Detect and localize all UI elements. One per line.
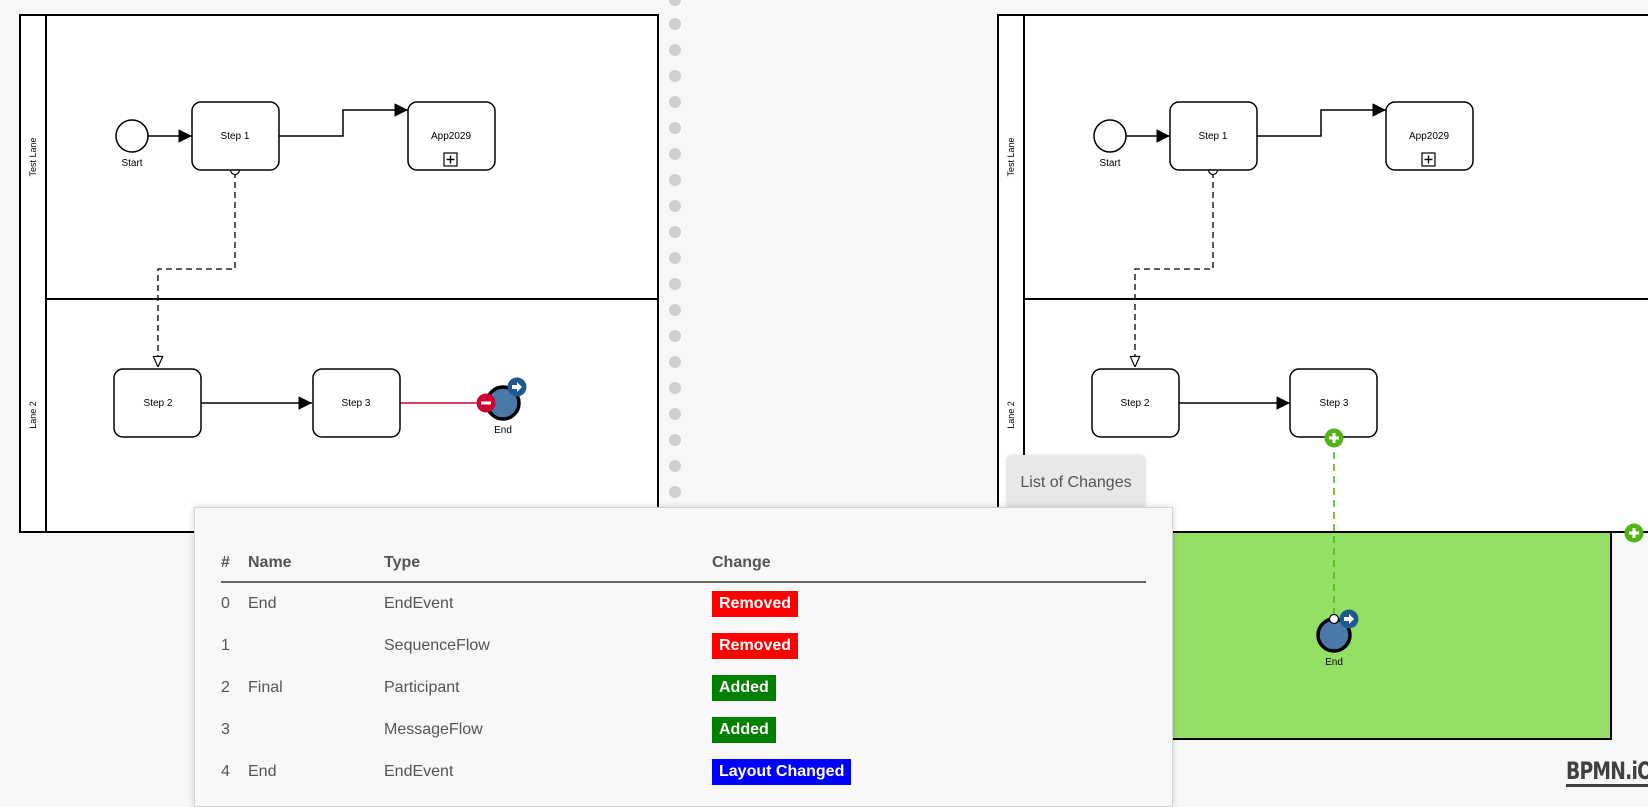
row-type: EndEvent <box>384 595 454 612</box>
change-badge-added: Added <box>712 717 776 743</box>
table-row[interactable]: 1 SequenceFlow Removed <box>221 625 1146 667</box>
subprocess-app2029[interactable] <box>1385 101 1474 171</box>
bpmn-io-logo[interactable]: BPMN.iO <box>1566 758 1648 787</box>
change-badge-added: Added <box>712 675 776 701</box>
header-num: # <box>221 542 248 583</box>
changes-table-header: # Name Type Change <box>221 542 1146 583</box>
split-divider-handle[interactable] <box>662 0 688 500</box>
row-name: End <box>248 595 277 612</box>
collapsed-subprocess-plus-icon <box>1421 152 1436 167</box>
row-name <box>248 709 384 751</box>
flow-step1-app[interactable] <box>1257 103 1386 137</box>
lane-label-test-lane: Test Lane <box>28 137 38 176</box>
changes-table: # Name Type Change 0 End EndEvent Remove… <box>221 542 1146 793</box>
row-num: 2 <box>221 679 230 696</box>
task-step-2-label: Step 2 <box>144 398 173 409</box>
collapsed-subprocess-plus-icon <box>443 152 458 167</box>
row-type: MessageFlow <box>384 721 483 738</box>
row-change: Added <box>712 667 1146 709</box>
end-event-label: End <box>494 425 512 436</box>
row-type: EndEvent <box>384 763 454 780</box>
message-flow-target-dot <box>1328 613 1340 625</box>
header-change: Change <box>712 542 1146 583</box>
layout-changed-arrow-icon <box>507 377 527 397</box>
left-diagram-canvas[interactable]: Test Lane Lane 2 Start Step 1 App2029 St… <box>0 0 662 540</box>
header-name: Name <box>248 542 384 583</box>
row-num: 3 <box>221 721 230 738</box>
table-row[interactable]: 2 Final Participant Added <box>221 667 1146 709</box>
row-change: Removed <box>712 582 1146 625</box>
row-name: Final <box>248 679 283 696</box>
start-event[interactable] <box>1093 119 1127 153</box>
subprocess-app2029-label: App2029 <box>1409 131 1449 142</box>
row-change: Added <box>712 709 1146 751</box>
flow-step1-app[interactable] <box>279 103 408 137</box>
task-step-3[interactable] <box>312 368 401 438</box>
task-step-1[interactable] <box>1169 101 1258 171</box>
lane-label-lane-2: Lane 2 <box>1006 401 1016 429</box>
bpmn-io-logo-text: BPMN.iO <box>1566 757 1648 785</box>
task-step-3-label: Step 3 <box>1320 398 1349 409</box>
change-badge-removed: Removed <box>712 633 799 659</box>
task-step-1-label: Step 1 <box>1199 131 1228 142</box>
removed-minus-icon <box>476 393 496 413</box>
task-step-2[interactable] <box>113 368 202 438</box>
added-plus-icon <box>1324 428 1344 448</box>
row-change: Removed <box>712 625 1146 667</box>
change-badge-removed: Removed <box>712 591 799 617</box>
row-num: 0 <box>221 595 230 612</box>
list-of-changes-tab[interactable]: List of Changes <box>1006 455 1146 507</box>
added-participant-final[interactable] <box>1167 531 1612 740</box>
right-pool[interactable] <box>997 14 1648 533</box>
list-of-changes-tab-label: List of Changes <box>1020 474 1132 491</box>
row-type: Participant <box>384 679 460 696</box>
task-step-2[interactable] <box>1091 368 1180 438</box>
row-change: Layout Changed <box>712 751 1146 793</box>
start-event[interactable] <box>115 119 149 153</box>
changes-panel: # Name Type Change 0 End EndEvent Remove… <box>194 507 1173 807</box>
subprocess-app2029-label: App2029 <box>431 131 471 142</box>
added-plus-icon <box>1624 523 1644 543</box>
layout-changed-arrow-icon <box>1339 609 1359 629</box>
row-num: 4 <box>221 763 230 780</box>
change-badge-layout-changed: Layout Changed <box>712 759 852 785</box>
row-name: End <box>248 763 277 780</box>
table-row[interactable]: 0 End EndEvent Removed <box>221 582 1146 625</box>
table-row[interactable]: 3 MessageFlow Added <box>221 709 1146 751</box>
task-step-1-label: Step 1 <box>221 131 250 142</box>
row-num: 1 <box>221 637 230 654</box>
right-diagram-canvas[interactable]: Test Lane Lane 2 Start Step 1 App2029 St… <box>976 0 1648 796</box>
end-event-label: End <box>1325 657 1343 668</box>
message-flow-step1-step2[interactable] <box>1135 172 1214 367</box>
task-step-3-label: Step 3 <box>342 398 371 409</box>
row-type: SequenceFlow <box>384 637 490 654</box>
left-pool[interactable] <box>19 14 659 533</box>
row-name <box>248 625 384 667</box>
subprocess-app2029[interactable] <box>407 101 496 171</box>
task-step-2-label: Step 2 <box>1121 398 1150 409</box>
message-flow-step1-step2[interactable] <box>158 172 236 367</box>
lane-label-test-lane: Test Lane <box>1006 137 1016 176</box>
task-step-1[interactable] <box>191 101 280 171</box>
header-type: Type <box>384 542 712 583</box>
table-row[interactable]: 4 End EndEvent Layout Changed <box>221 751 1146 793</box>
lane-label-lane-2: Lane 2 <box>28 401 38 429</box>
start-event-label: Start <box>1099 158 1120 169</box>
start-event-label: Start <box>121 158 142 169</box>
